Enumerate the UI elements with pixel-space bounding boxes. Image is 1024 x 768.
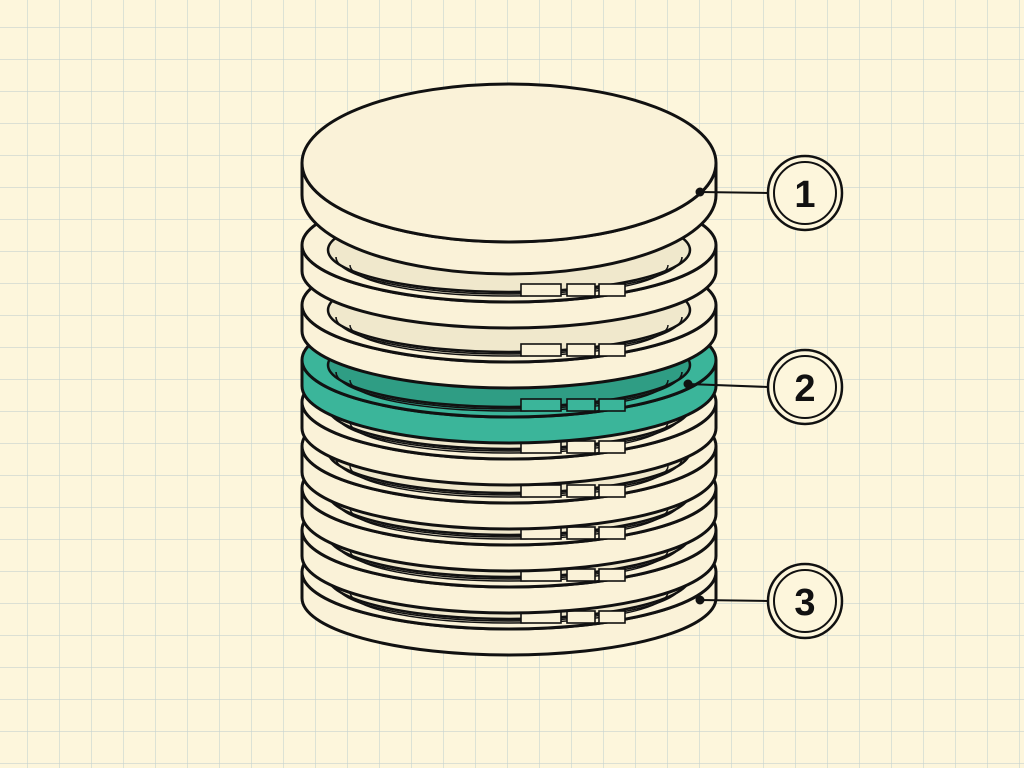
- callout-number: 2: [794, 368, 815, 410]
- ring-tab: [566, 283, 596, 297]
- leader-dot: [683, 379, 693, 389]
- ring-inner-wall: [349, 264, 669, 297]
- ring-tab: [566, 440, 596, 454]
- ring-tab: [566, 568, 596, 582]
- ring-tab: [598, 526, 626, 540]
- ring-tab: [566, 610, 596, 624]
- ring-tab: [598, 343, 626, 357]
- callout-3: 3: [695, 562, 844, 640]
- ring-tab: [598, 610, 626, 624]
- ring-inner-wall: [349, 324, 669, 357]
- ring-tab: [566, 526, 596, 540]
- ring-tab: [566, 484, 596, 498]
- ring-tab: [566, 343, 596, 357]
- callout-1: 1: [695, 154, 844, 232]
- ring-inner-wall: [349, 421, 669, 454]
- callout-inner-circle: [773, 569, 837, 633]
- leader-dot: [695, 595, 705, 605]
- ring-tab: [520, 283, 562, 297]
- leader-dot: [695, 187, 705, 197]
- ring-tab: [598, 440, 626, 454]
- ring-tab: [598, 398, 626, 412]
- ring-inner-wall: [349, 591, 669, 624]
- ring-stack: [300, 82, 718, 657]
- callout-inner-circle: [773, 355, 837, 419]
- ring-tab: [598, 484, 626, 498]
- ring-inner-wall: [349, 379, 669, 412]
- ring-tab: [566, 398, 596, 412]
- callout-2: 2: [683, 348, 844, 426]
- leader-line: [699, 191, 769, 194]
- leader-line: [699, 599, 769, 602]
- ring-tab: [520, 398, 562, 412]
- ring-tab: [598, 283, 626, 297]
- ring-inner-wall: [349, 549, 669, 582]
- callout-inner-circle: [773, 161, 837, 225]
- ring-tab: [520, 343, 562, 357]
- callouts: 1 2 3: [683, 154, 844, 640]
- ring-tab: [520, 484, 562, 498]
- callout-number: 3: [794, 582, 815, 624]
- ring-inner-wall: [349, 465, 669, 498]
- leader-line: [687, 383, 769, 388]
- ring-tab: [598, 568, 626, 582]
- top-cap: [300, 82, 718, 276]
- callout-number: 1: [794, 174, 815, 216]
- cap-top-face: [300, 82, 718, 244]
- ring-inner-wall: [349, 507, 669, 540]
